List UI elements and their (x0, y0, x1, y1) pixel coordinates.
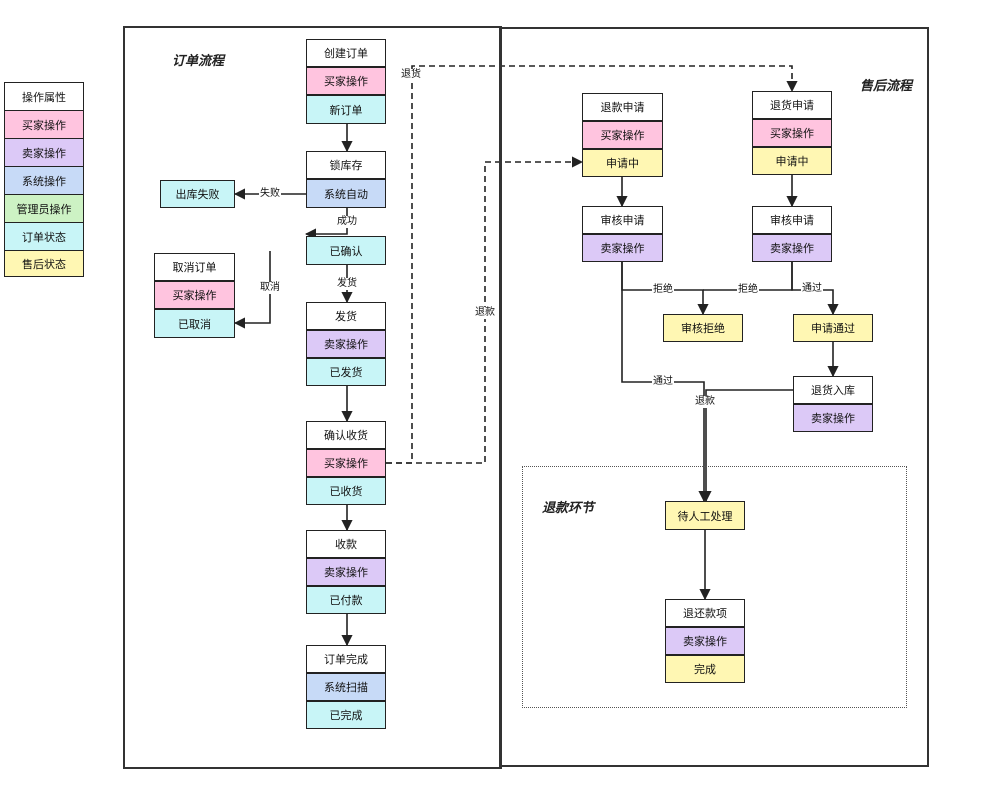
node-refund-apply-row-2: 申请中 (582, 149, 663, 177)
order-flow-title: 订单流程 (172, 54, 225, 69)
node-manual-row-0: 待人工处理 (665, 501, 745, 530)
node-receive-row-1: 买家操作 (306, 449, 386, 477)
node-cancel-row-0: 取消订单 (154, 253, 235, 281)
node-return-apply-row-2: 申请中 (752, 147, 832, 175)
node-return-apply-row-1: 买家操作 (752, 119, 832, 147)
edge-label-ship: 发货 (336, 278, 358, 290)
legend-item-after: 售后状态 (4, 250, 84, 277)
legend-item-system: 系统操作 (4, 166, 84, 195)
node-confirmed-row-0: 已确认 (306, 236, 386, 265)
node-ship-row-2: 已发货 (306, 358, 386, 386)
node-reject-row-0: 审核拒绝 (663, 314, 743, 342)
node-refund-item-row-0: 退还款项 (665, 599, 745, 627)
legend-item-seller: 卖家操作 (4, 138, 84, 167)
node-complete-row-2: 已完成 (306, 701, 386, 729)
node-return-stock-row-1: 卖家操作 (793, 404, 873, 432)
node-return-stock-row-0: 退货入库 (793, 376, 873, 404)
edge-label-fail: 失败 (259, 188, 281, 200)
node-approved-row-0: 申请通过 (793, 314, 873, 342)
order-flow-frame (123, 26, 502, 769)
edge-label-cancel: 取消 (259, 282, 281, 294)
node-lock-row-1: 系统自动 (306, 179, 386, 208)
node-pay-row-0: 收款 (306, 530, 386, 558)
edge-returnstock-manual (700, 389, 793, 503)
legend-item-buyer: 买家操作 (4, 110, 84, 139)
edge-label-reject2: 拒绝 (737, 284, 759, 296)
node-complete-row-0: 订单完成 (306, 645, 386, 673)
node-create-row-2: 新订单 (306, 95, 386, 124)
node-refund-item-row-2: 完成 (665, 655, 745, 683)
node-pay-row-1: 卖家操作 (306, 558, 386, 586)
edge-label-pass1: 通过 (801, 283, 823, 295)
edge-label-refund2: 退款 (694, 396, 716, 408)
node-receive-row-2: 已收货 (306, 477, 386, 505)
node-review1-row-1: 卖家操作 (582, 234, 663, 262)
node-outfail-row-0: 出库失败 (160, 180, 235, 208)
node-ship-row-0: 发货 (306, 302, 386, 330)
node-ship-row-1: 卖家操作 (306, 330, 386, 358)
node-create-row-1: 买家操作 (306, 67, 386, 95)
node-receive-row-0: 确认收货 (306, 421, 386, 449)
node-cancel-row-2: 已取消 (154, 309, 235, 338)
node-refund-apply-row-1: 买家操作 (582, 121, 663, 149)
legend-item-admin: 管理员操作 (4, 194, 84, 223)
node-review1-row-0: 审核申请 (582, 206, 663, 234)
edge-label-pass2: 通过 (652, 376, 674, 388)
after-sales-title: 售后流程 (860, 79, 913, 94)
node-review2-row-0: 审核申请 (752, 206, 832, 234)
edge-label-success: 成功 (336, 216, 358, 228)
node-pay-row-2: 已付款 (306, 586, 386, 614)
legend-item-order: 订单状态 (4, 222, 84, 251)
node-lock-row-0: 锁库存 (306, 151, 386, 179)
node-cancel-row-1: 买家操作 (154, 281, 235, 309)
node-complete-row-1: 系统扫描 (306, 673, 386, 701)
refund-section-frame (522, 466, 907, 708)
node-refund-item-row-1: 卖家操作 (665, 627, 745, 655)
edge-confirmed-cancel (233, 251, 271, 329)
node-create-row-0: 创建订单 (306, 39, 386, 67)
legend-item-attr: 操作属性 (4, 82, 84, 111)
refund-section-title: 退款环节 (542, 501, 595, 516)
edge-receive-return-dashed (386, 65, 798, 464)
node-review2-row-1: 卖家操作 (752, 234, 832, 262)
node-refund-apply-row-0: 退款申请 (582, 93, 663, 121)
edge-label-reject1: 拒绝 (652, 284, 674, 296)
edge-label-refund: 退款 (474, 307, 496, 319)
edge-label-return-goods: 退货 (400, 69, 422, 81)
node-return-apply-row-0: 退货申请 (752, 91, 832, 119)
